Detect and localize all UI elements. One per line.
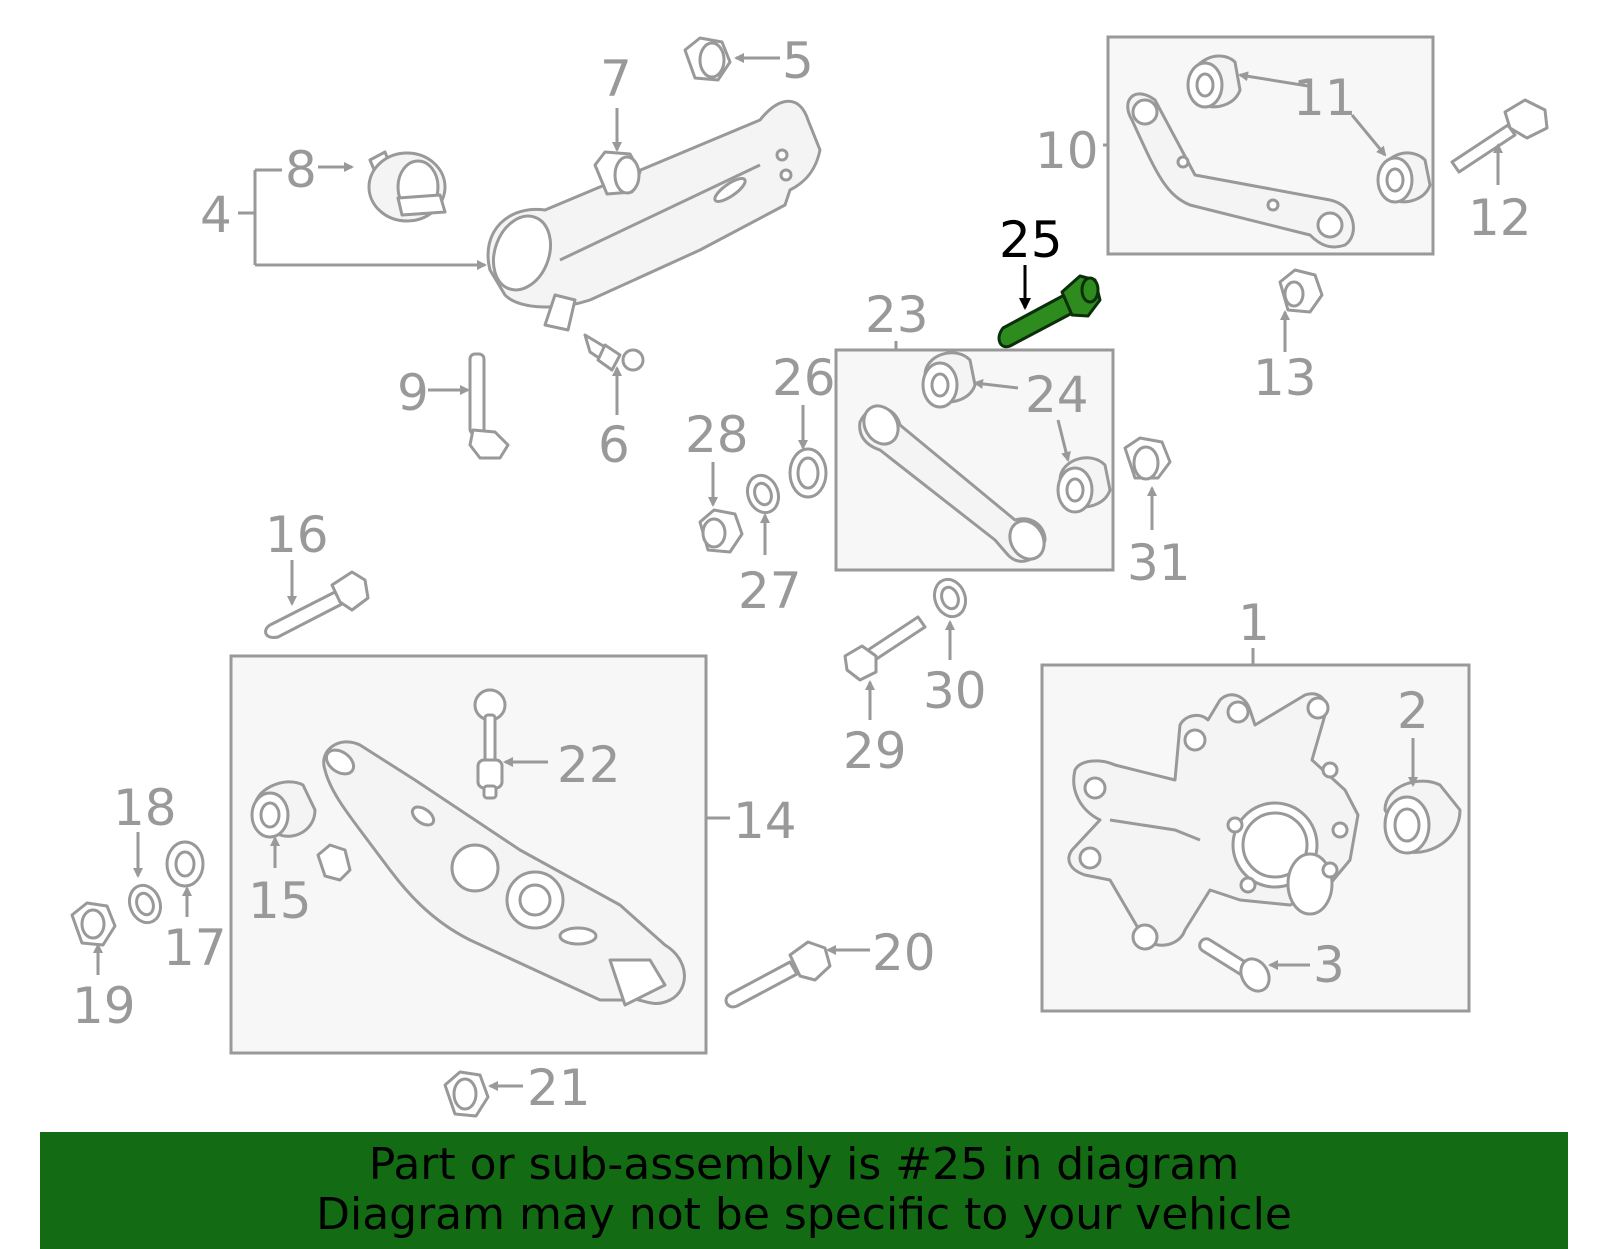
label-1: 1 bbox=[1238, 594, 1270, 652]
washer-part-18[interactable] bbox=[124, 881, 165, 927]
bolt-part-25-highlighted[interactable] bbox=[997, 274, 1102, 349]
label-23: 23 bbox=[865, 286, 929, 344]
washer-part-27[interactable] bbox=[742, 471, 783, 517]
nut-part-7[interactable] bbox=[593, 150, 642, 196]
nut-part-13[interactable] bbox=[1278, 268, 1324, 314]
bushing-part-11-top[interactable] bbox=[1186, 54, 1242, 109]
label-18: 18 bbox=[113, 779, 177, 837]
label-9: 9 bbox=[397, 364, 429, 422]
bolt-part-6[interactable] bbox=[583, 333, 645, 372]
nut-part-5[interactable] bbox=[683, 36, 732, 82]
bushing-part-2[interactable] bbox=[1383, 779, 1462, 855]
washer-part-30[interactable] bbox=[929, 575, 970, 621]
label-14: 14 bbox=[733, 792, 797, 850]
banner-line-1: Part or sub-assembly is #25 in diagram bbox=[368, 1139, 1240, 1190]
bolt-part-20[interactable] bbox=[724, 940, 832, 1009]
bolt-part-9[interactable] bbox=[468, 352, 510, 460]
trailing-arm-part[interactable] bbox=[484, 99, 822, 332]
nut-part-21[interactable] bbox=[443, 1070, 490, 1118]
label-31: 31 bbox=[1127, 534, 1191, 592]
label-25: 25 bbox=[999, 211, 1063, 269]
label-8: 8 bbox=[285, 141, 317, 199]
bushing-part-24-top[interactable] bbox=[921, 351, 977, 409]
label-3: 3 bbox=[1313, 936, 1345, 994]
stopper-part[interactable] bbox=[316, 843, 352, 882]
label-4: 4 bbox=[200, 186, 232, 244]
upper-arm-part-10[interactable] bbox=[1126, 92, 1355, 249]
label-12: 12 bbox=[1468, 189, 1532, 247]
nut-part-31[interactable] bbox=[1123, 436, 1172, 481]
label-26: 26 bbox=[772, 349, 836, 407]
info-banner: Part or sub-assembly is #25 in diagram D… bbox=[40, 1132, 1568, 1249]
label-28: 28 bbox=[685, 406, 749, 464]
bolt-part-29[interactable] bbox=[843, 615, 927, 682]
label-7: 7 bbox=[600, 50, 632, 108]
nut-part-19[interactable] bbox=[70, 901, 117, 947]
label-15: 15 bbox=[248, 872, 312, 930]
leader-lines bbox=[93, 53, 1503, 1091]
washer-part-26[interactable] bbox=[788, 447, 828, 499]
bushing-part-15[interactable] bbox=[250, 780, 317, 839]
bushing-part-8[interactable] bbox=[367, 150, 447, 223]
label-20: 20 bbox=[872, 924, 936, 982]
bolt-part-3[interactable] bbox=[1198, 937, 1275, 996]
washer-part-17[interactable] bbox=[165, 840, 205, 888]
label-27: 27 bbox=[738, 562, 802, 620]
label-11: 11 bbox=[1293, 69, 1357, 127]
bolt-part-12[interactable] bbox=[1450, 98, 1549, 174]
bushing-part-11-bottom[interactable] bbox=[1376, 151, 1432, 204]
label-2: 2 bbox=[1397, 682, 1429, 740]
nut-part-28[interactable] bbox=[698, 508, 744, 554]
bushing-part-24-bottom[interactable] bbox=[1056, 456, 1112, 514]
lower-arm-part-14[interactable] bbox=[322, 740, 686, 1007]
bolt-part-16[interactable] bbox=[264, 570, 370, 640]
label-13: 13 bbox=[1253, 349, 1317, 407]
label-29: 29 bbox=[843, 722, 907, 780]
link-part-23[interactable] bbox=[857, 400, 1051, 566]
banner-line-2: Diagram may not be specific to your vehi… bbox=[316, 1189, 1292, 1240]
label-19: 19 bbox=[72, 977, 136, 1035]
label-17: 17 bbox=[163, 919, 227, 977]
label-10: 10 bbox=[1035, 122, 1099, 180]
label-21: 21 bbox=[527, 1059, 591, 1117]
stabilizer-link-part-22[interactable] bbox=[473, 688, 507, 800]
knuckle-part-1[interactable] bbox=[1067, 692, 1360, 951]
label-16: 16 bbox=[265, 506, 329, 564]
label-24: 24 bbox=[1025, 366, 1089, 424]
label-22: 22 bbox=[557, 736, 621, 794]
label-6: 6 bbox=[598, 416, 630, 474]
label-30: 30 bbox=[923, 662, 987, 720]
callout-labels: 1 2 3 4 5 6 7 8 9 10 11 12 13 14 15 16 1… bbox=[72, 32, 1532, 1117]
label-5: 5 bbox=[782, 32, 814, 90]
